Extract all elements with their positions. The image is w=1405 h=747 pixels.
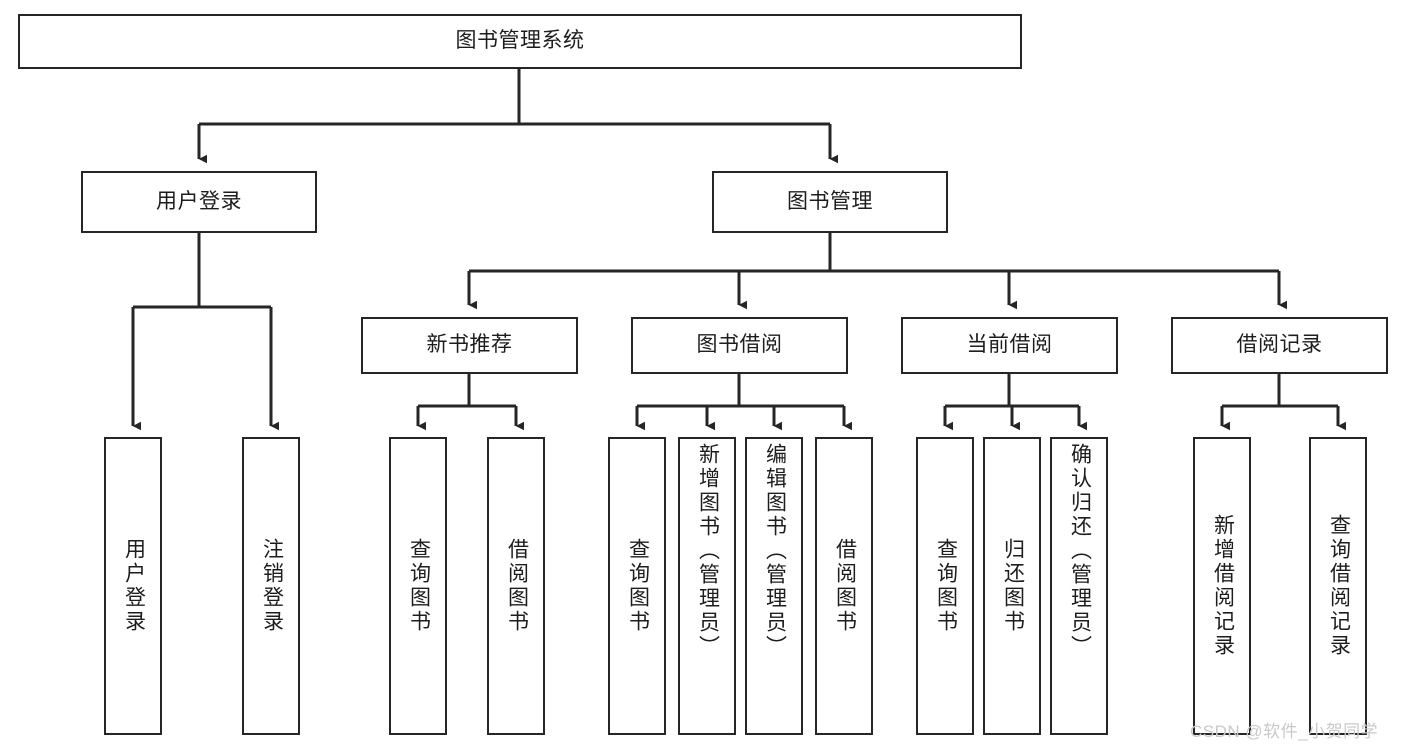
node-leaf-query-book-3-label: 查询图书 bbox=[934, 538, 958, 634]
node-leaf-logout-label: 注销登录 bbox=[260, 538, 284, 634]
node-new-book-recommend[interactable]: 新书推荐 bbox=[361, 317, 578, 374]
node-leaf-confirm-return-label: 确认归还（管理员） bbox=[1068, 443, 1092, 659]
node-book-management-label: 图书管理 bbox=[787, 189, 873, 213]
node-root[interactable]: 图书管理系统 bbox=[18, 14, 1022, 69]
node-leaf-add-record[interactable]: 新增借阅记录 bbox=[1193, 437, 1251, 735]
node-borrow-record-label: 借阅记录 bbox=[1236, 333, 1323, 357]
node-book-management[interactable]: 图书管理 bbox=[712, 171, 948, 233]
node-user-login[interactable]: 用户登录 bbox=[81, 171, 317, 233]
node-current-borrow-label: 当前借阅 bbox=[966, 333, 1053, 357]
node-leaf-edit-book-label: 编辑图书（管理员） bbox=[763, 443, 787, 659]
node-leaf-user-login-label: 用户登录 bbox=[122, 538, 146, 634]
node-leaf-user-login[interactable]: 用户登录 bbox=[104, 437, 162, 735]
node-leaf-return-book-label: 归还图书 bbox=[1001, 538, 1025, 634]
node-leaf-query-book-2-label: 查询图书 bbox=[626, 538, 650, 634]
node-leaf-borrow-book-1-label: 借阅图书 bbox=[505, 538, 529, 634]
node-new-book-recommend-label: 新书推荐 bbox=[426, 333, 513, 357]
node-book-borrow-label: 图书借阅 bbox=[696, 333, 783, 357]
node-leaf-query-record-label: 查询借阅记录 bbox=[1327, 514, 1351, 658]
node-leaf-add-book[interactable]: 新增图书（管理员） bbox=[678, 437, 736, 735]
node-user-login-label: 用户登录 bbox=[156, 189, 242, 213]
node-leaf-logout[interactable]: 注销登录 bbox=[242, 437, 300, 735]
node-root-label: 图书管理系统 bbox=[455, 29, 585, 53]
node-borrow-record[interactable]: 借阅记录 bbox=[1171, 317, 1388, 374]
node-leaf-borrow-book-2-label: 借阅图书 bbox=[833, 538, 857, 634]
node-leaf-query-book-1[interactable]: 查询图书 bbox=[389, 437, 447, 735]
node-leaf-query-record[interactable]: 查询借阅记录 bbox=[1309, 437, 1367, 735]
node-leaf-borrow-book-1[interactable]: 借阅图书 bbox=[487, 437, 545, 735]
node-book-borrow[interactable]: 图书借阅 bbox=[631, 317, 848, 374]
node-leaf-add-book-label: 新增图书（管理员） bbox=[696, 443, 720, 659]
node-leaf-edit-book[interactable]: 编辑图书（管理员） bbox=[745, 437, 803, 735]
node-leaf-query-book-2[interactable]: 查询图书 bbox=[608, 437, 666, 735]
node-leaf-confirm-return[interactable]: 确认归还（管理员） bbox=[1050, 437, 1108, 735]
node-current-borrow[interactable]: 当前借阅 bbox=[901, 317, 1118, 374]
node-leaf-query-book-1-label: 查询图书 bbox=[407, 538, 431, 634]
node-leaf-borrow-book-2[interactable]: 借阅图书 bbox=[815, 437, 873, 735]
node-leaf-add-record-label: 新增借阅记录 bbox=[1211, 514, 1235, 658]
csdn-watermark: CSDN @软件_小贺同学 bbox=[1190, 722, 1379, 741]
node-leaf-return-book[interactable]: 归还图书 bbox=[983, 437, 1041, 735]
node-leaf-query-book-3[interactable]: 查询图书 bbox=[916, 437, 974, 735]
